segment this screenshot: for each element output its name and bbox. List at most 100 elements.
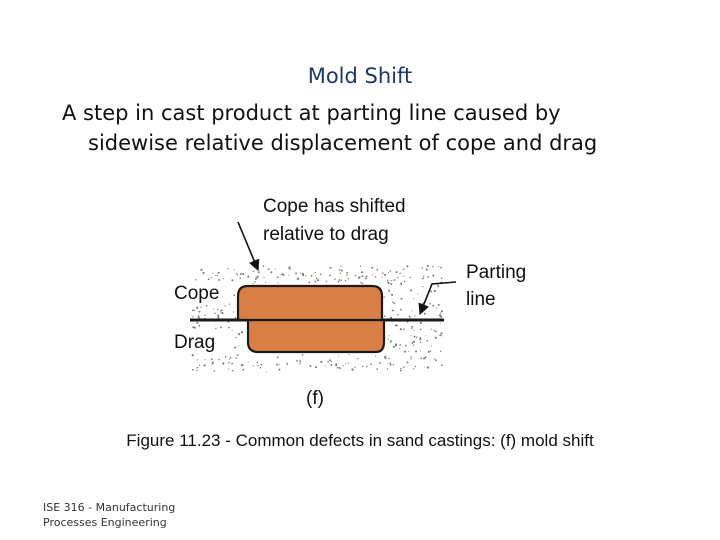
sand-dot <box>394 343 397 346</box>
sand-dot <box>411 327 413 330</box>
sand-dot <box>252 283 254 285</box>
sand-dot <box>267 268 270 270</box>
sand-dot <box>346 274 348 276</box>
sand-dot <box>247 362 249 364</box>
sand-dot <box>440 266 442 269</box>
sand-dot <box>426 340 428 342</box>
sand-dot <box>408 315 411 318</box>
sand-dot <box>212 272 214 274</box>
sand-dot <box>429 350 432 352</box>
sand-dot <box>427 276 430 278</box>
sand-dot <box>228 361 230 364</box>
sand-dot <box>217 271 220 274</box>
sand-dot <box>370 363 372 365</box>
sand-dot <box>240 331 243 334</box>
sand-dot <box>410 357 412 360</box>
sand-dot <box>386 281 389 283</box>
sand-dot <box>317 279 320 282</box>
sand-dot <box>413 335 416 338</box>
subtitle-line-2: sidewise relative displacement of cope a… <box>88 131 598 155</box>
sand-dot <box>419 350 421 352</box>
sand-dot <box>283 274 285 276</box>
sand-dot <box>288 274 290 276</box>
sand-dot <box>415 336 418 338</box>
sand-dot <box>432 274 435 277</box>
sand-dot <box>393 345 395 348</box>
sand-dot <box>220 309 223 312</box>
sand-dot <box>299 363 301 365</box>
cope-shift-arrow <box>237 221 260 272</box>
sand-dot <box>235 357 237 359</box>
sand-dot <box>330 364 333 366</box>
sand-dot <box>389 270 392 272</box>
sand-dot <box>193 326 196 329</box>
sand-dot <box>196 321 199 324</box>
sand-dot <box>426 366 429 369</box>
sand-dot <box>435 330 437 333</box>
sand-dot <box>411 325 414 328</box>
sand-dot <box>234 317 237 319</box>
sand-dot <box>213 308 215 310</box>
sand-dot <box>277 282 279 284</box>
sand-dot <box>390 279 392 282</box>
sand-dot <box>280 274 282 276</box>
sand-dot <box>395 271 398 274</box>
sand-dot <box>397 277 399 279</box>
sand-dot <box>220 312 222 314</box>
sand-dot <box>278 363 280 365</box>
label-cope: Cope <box>174 283 219 304</box>
sand-dot <box>375 355 377 357</box>
sand-dot <box>371 274 373 276</box>
sand-dot <box>419 328 422 331</box>
sand-dot <box>203 364 206 367</box>
sand-dot <box>412 340 415 343</box>
sand-dot <box>399 328 402 331</box>
sand-dot <box>388 335 390 337</box>
sand-texture <box>191 264 443 373</box>
sand-dot <box>242 273 245 275</box>
sand-dot <box>392 363 394 366</box>
sand-dot <box>299 272 301 274</box>
sand-dot <box>374 276 377 278</box>
sand-dot <box>235 336 237 339</box>
sand-dot <box>340 265 342 268</box>
sand-dot <box>256 276 259 279</box>
callout-cope-shifted-line-2: relative to drag <box>263 224 389 245</box>
sand-dot <box>252 365 254 367</box>
sand-dot <box>207 278 210 281</box>
sand-dot <box>228 303 231 305</box>
sand-dot <box>192 326 195 329</box>
sand-dot <box>387 271 390 274</box>
sand-dot <box>228 326 230 329</box>
sand-dot <box>337 355 340 357</box>
sand-dot <box>432 304 435 307</box>
sand-dot <box>386 368 389 370</box>
sand-dot <box>376 268 379 271</box>
sand-dot <box>221 312 224 315</box>
sand-dot <box>414 365 417 368</box>
sand-dot <box>400 284 402 286</box>
sand-dot <box>233 294 235 296</box>
sand-dot <box>388 357 390 359</box>
sand-dot <box>392 301 394 303</box>
callout-parting-line-1: Parting <box>466 262 526 283</box>
sand-dot <box>335 363 338 365</box>
sand-dot <box>215 327 217 330</box>
sand-dot <box>403 328 405 330</box>
sand-dot <box>439 312 442 314</box>
sand-dot <box>286 362 289 365</box>
sand-dot <box>198 310 201 313</box>
sand-dot <box>242 368 245 371</box>
sand-dot <box>383 315 386 318</box>
sand-dot <box>425 305 428 308</box>
sand-dot <box>437 285 440 287</box>
sand-dot <box>340 269 343 272</box>
sand-dot <box>196 359 198 361</box>
sand-dot <box>399 272 401 275</box>
sand-dot <box>257 271 260 274</box>
sand-dot <box>437 303 440 306</box>
sand-dot <box>256 361 259 363</box>
sand-dot <box>252 270 255 273</box>
sand-dot <box>222 277 224 280</box>
sand-dot <box>247 275 250 278</box>
